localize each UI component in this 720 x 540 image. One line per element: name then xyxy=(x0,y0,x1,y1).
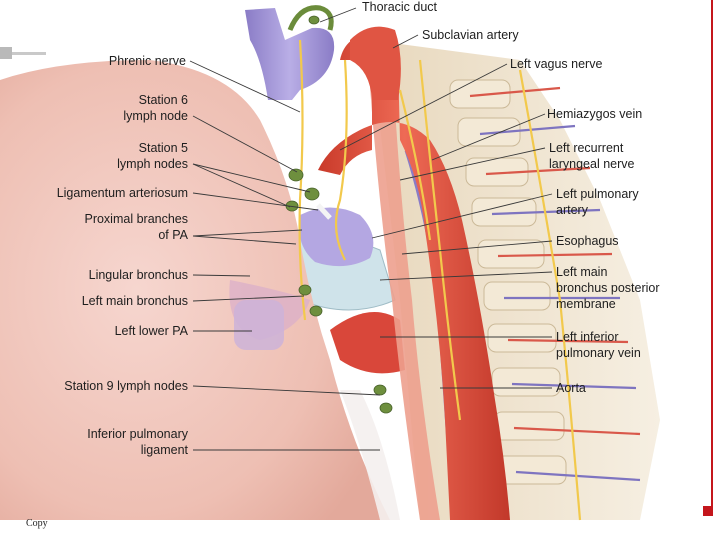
subclavian-artery-shape xyxy=(350,26,401,101)
left-inferior-pulmonary-vein-shape xyxy=(330,312,405,374)
left-lower-pa-shape xyxy=(234,300,284,350)
label-left-recurrent-line1: Left recurrent xyxy=(549,141,624,155)
label-left-pulmonary-artery-line2: artery xyxy=(556,203,588,217)
copyright-text: Copy xyxy=(26,518,48,529)
lymph-nodes xyxy=(285,15,393,414)
label-aorta: Aorta xyxy=(556,381,586,395)
slide-accent-rule xyxy=(711,0,713,508)
label-station6-line1: Station 6 xyxy=(138,93,188,107)
leader-lines xyxy=(189,7,553,451)
label-left-recurrent-line2: laryngeal nerve xyxy=(549,157,635,171)
slide-corner-tab xyxy=(0,47,12,59)
label-phrenic-nerve: Phrenic nerve xyxy=(108,54,186,68)
label-proximal-branches-line1: Proximal branches xyxy=(84,212,188,226)
label-left-main-bronchus-membrane-line3: membrane xyxy=(556,297,616,311)
label-hemiazygos-vein: Hemiazygos vein xyxy=(547,107,643,121)
nerves xyxy=(298,39,582,521)
label-inferior-pulmonary-ligament-line1: Inferior pulmonary xyxy=(87,427,188,441)
label-ligamentum-arteriosum: Ligamentum arteriosum xyxy=(56,186,188,200)
label-thoracic-duct: Thoracic duct xyxy=(362,0,438,14)
posterior-chest-wall xyxy=(370,40,660,520)
esophagus-shape xyxy=(368,60,440,520)
label-left-lower-pa: Left lower PA xyxy=(114,324,188,338)
label-subclavian-artery: Subclavian artery xyxy=(422,28,519,42)
slide-accent-square xyxy=(703,506,713,516)
vertebrae xyxy=(449,79,567,485)
ligamentum-arteriosum-shape xyxy=(316,203,332,220)
slide-corner-rule xyxy=(12,52,46,55)
label-left-main-bronchus-membrane-line1: Left main xyxy=(556,265,608,279)
label-lingular-bronchus: Lingular bronchus xyxy=(88,268,188,282)
brachiocephalic-vein-shape xyxy=(245,8,335,100)
label-left-main-bronchus: Left main bronchus xyxy=(81,294,188,308)
label-station5-line1: Station 5 xyxy=(138,141,188,155)
label-left-inferior-pulmonary-vein-line2: pulmonary vein xyxy=(556,346,641,360)
left-lung xyxy=(0,60,390,520)
intercostal-vessels xyxy=(469,86,641,482)
inferior-pulmonary-ligament-shape xyxy=(340,390,400,520)
label-inferior-pulmonary-ligament-line2: ligament xyxy=(140,443,188,457)
label-esophagus: Esophagus xyxy=(556,234,619,248)
label-station5-line2: lymph nodes xyxy=(117,157,188,171)
aorta-shape xyxy=(318,32,510,520)
label-proximal-branches-line2: of PA xyxy=(158,228,188,242)
label-station9-lymph-nodes: Station 9 lymph nodes xyxy=(64,379,188,393)
thoracic-duct-shape xyxy=(287,5,334,31)
label-left-inferior-pulmonary-vein-line1: Left inferior xyxy=(556,330,619,344)
label-station6-line2: lymph node xyxy=(123,109,188,123)
label-left-vagus-nerve: Left vagus nerve xyxy=(510,57,603,71)
label-left-main-bronchus-membrane-line2: bronchus posterior xyxy=(556,281,660,295)
label-left-pulmonary-artery-line1: Left pulmonary xyxy=(556,187,639,201)
